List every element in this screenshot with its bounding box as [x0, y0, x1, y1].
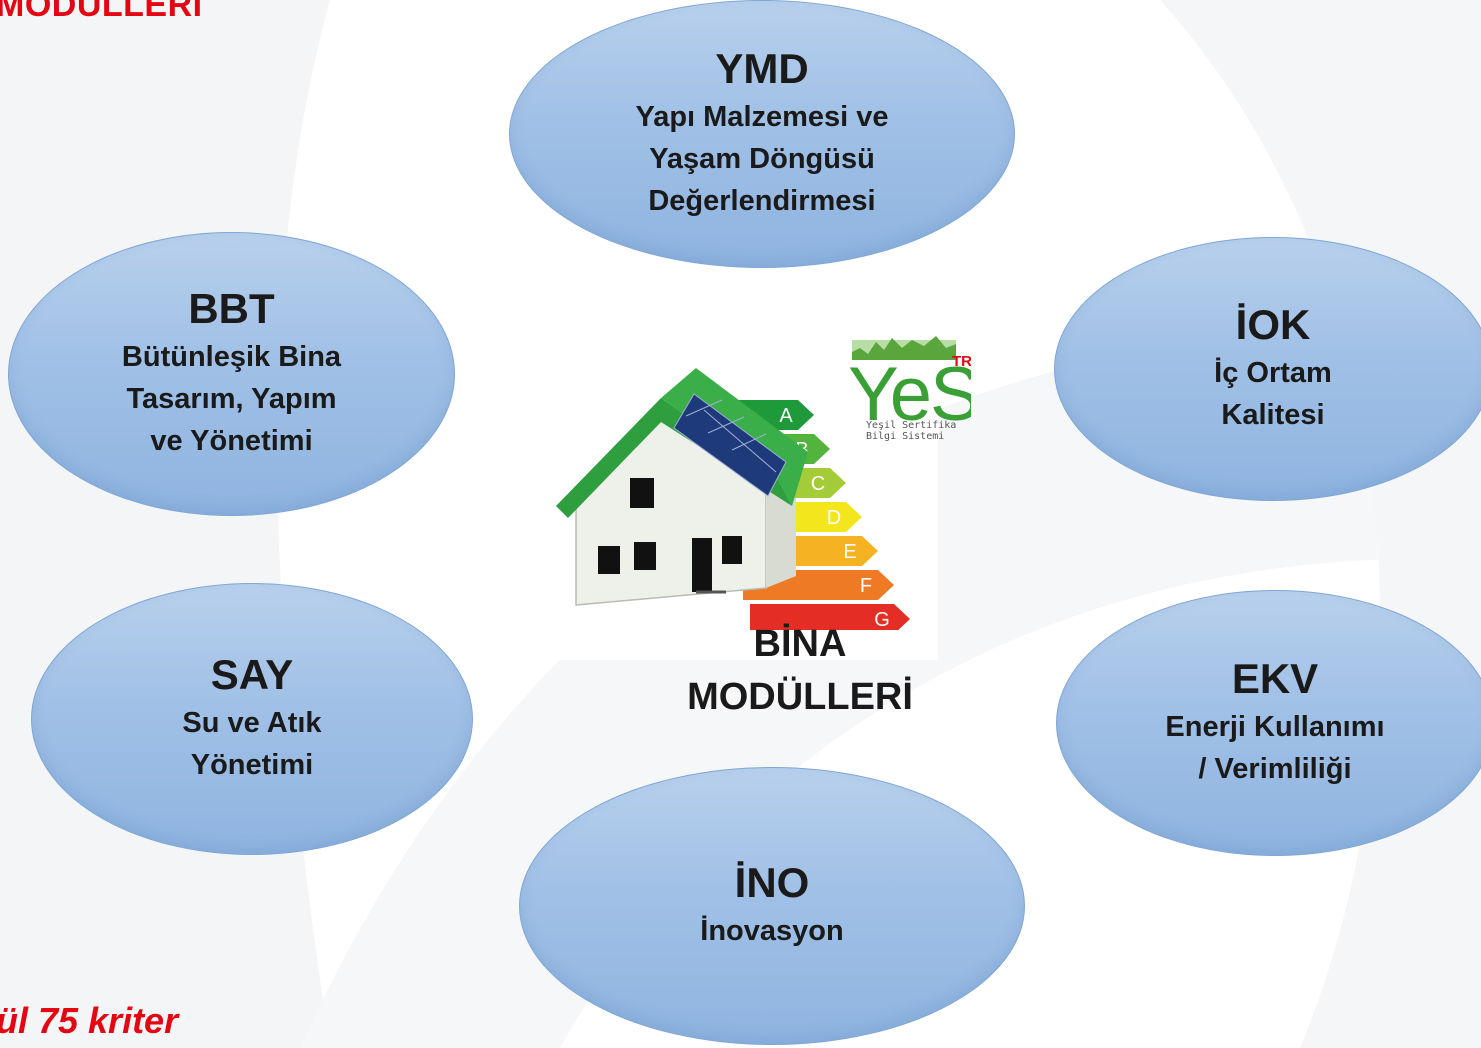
module-name: Su ve Atık Yönetimi [182, 707, 322, 782]
module-iok: İOK İç Ortam Kalitesi [1054, 237, 1481, 501]
module-code: EKV [1231, 654, 1319, 702]
module-name: Enerji Kullanımı / Verimliliği [1165, 711, 1385, 786]
energy-class-label: E [843, 541, 856, 563]
footer-text: ül 75 kriter [0, 1000, 179, 1041]
energy-class-label: G [874, 609, 890, 630]
module-ymd: YMD Yapı Malzemesi ve Yaşam Döngüsü Değe… [509, 0, 1015, 268]
yes-logo: YeS TR Yeşil Sertifika Bilgi Sistemi [848, 336, 971, 442]
energy-class-label: D [827, 507, 841, 529]
module-bbt: BBT Bütünleşik Bina Tasarım, Yapım ve Yö… [8, 232, 455, 516]
module-ekv: EKV Enerji Kullanımı / Verimliliği [1056, 590, 1481, 856]
logo-line-1: Yeşil Sertifika [866, 420, 956, 431]
energy-class-label: C [811, 473, 825, 495]
module-say: SAY Su ve Atık Yönetimi [31, 583, 473, 855]
logo-text: YeS [848, 352, 971, 437]
energy-class-label: A [779, 405, 793, 427]
energy-class-label: F [860, 575, 872, 597]
module-code: YMD [715, 44, 809, 92]
module-code: SAY [210, 650, 294, 698]
module-code: BBT [188, 284, 275, 332]
module-name: İnovasyon [700, 915, 844, 948]
module-code: İOK [1235, 300, 1311, 348]
center-label: BİNA MODÜLLERİ [687, 623, 913, 719]
logo-line-2: Bilgi Sistemi [866, 431, 944, 442]
energy-class-g [750, 604, 910, 630]
logo-superscript: TR [952, 353, 971, 370]
module-code: İNO [734, 858, 810, 906]
module-name: Bütünleşik Bina Tasarım, Yapım ve Yöneti… [121, 341, 342, 458]
house-energy-illustration: ABCDEFG [556, 368, 910, 630]
module-ino: İNO İnovasyon [519, 767, 1025, 1045]
module-name: Yapı Malzemesi ve Yaşam Döngüsü Değerlen… [635, 101, 889, 218]
house-icon [556, 368, 808, 606]
page-title: MODÜLLERİ [0, 0, 203, 24]
module-name: İç Ortam Kalitesi [1214, 357, 1332, 432]
